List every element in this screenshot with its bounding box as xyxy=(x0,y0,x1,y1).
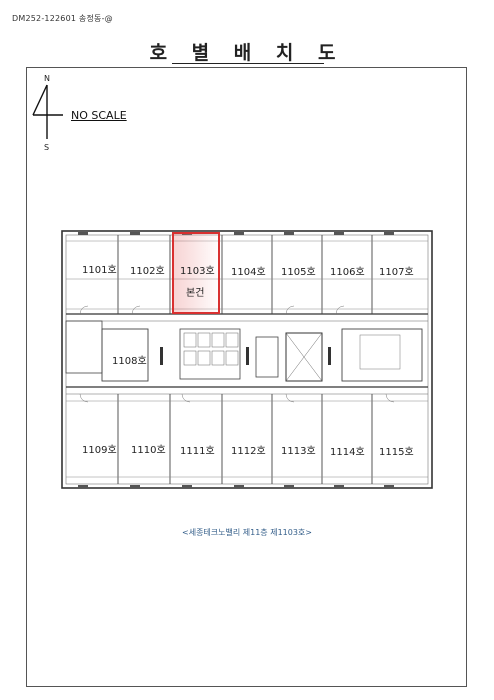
north-arrow: N S xyxy=(30,73,64,155)
title-underline xyxy=(172,63,324,64)
unit-label-1110: 1110호 xyxy=(131,445,166,456)
document-frame xyxy=(26,67,467,687)
unit-label-1104: 1104호 xyxy=(231,267,266,278)
page-title: 호 별 배 치 도 xyxy=(149,42,345,64)
subject-note: 본건 xyxy=(186,288,205,299)
subject-unit-highlight xyxy=(172,232,220,314)
unit-label-1115: 1115호 xyxy=(379,447,414,458)
unit-label-1108: 1108호 xyxy=(112,356,147,367)
unit-label-1112: 1112호 xyxy=(231,446,266,457)
unit-label-1103: 1103호 xyxy=(180,266,215,277)
scale-note: NO SCALE xyxy=(71,109,127,122)
plan-caption: <세종테크노밸리 제11층 제1103호> xyxy=(182,528,312,537)
unit-label-1106: 1106호 xyxy=(330,267,365,278)
unit-label-1102: 1102호 xyxy=(130,266,165,277)
north-label: N xyxy=(44,74,50,83)
unit-label-1114: 1114호 xyxy=(330,447,365,458)
unit-label-1113: 1113호 xyxy=(281,446,316,457)
south-label: S xyxy=(44,143,50,152)
floor-plan xyxy=(61,230,433,489)
unit-label-1101: 1101호 xyxy=(82,265,117,276)
document-id: DM252-122601 송정동-@ xyxy=(12,14,113,23)
unit-label-1109: 1109호 xyxy=(82,445,117,456)
unit-label-1111: 1111호 xyxy=(180,446,215,457)
unit-label-1105: 1105호 xyxy=(281,267,316,278)
compass-arrow-icon xyxy=(32,84,63,139)
unit-label-1107: 1107호 xyxy=(379,267,414,278)
